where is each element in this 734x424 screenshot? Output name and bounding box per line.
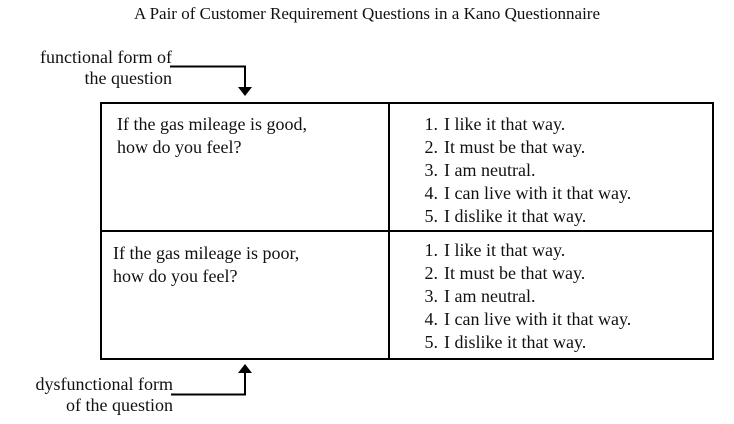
answer-number: 1. <box>424 114 439 134</box>
dysfunctional-arrow <box>171 364 252 396</box>
answer-number: 4. <box>424 183 439 203</box>
functional-question: If the gas mileage is good, how do you f… <box>117 113 307 159</box>
question-line: how do you feel? <box>113 266 238 286</box>
dysfunctional-answers: 1.I like it that way. 2.It must be that … <box>412 239 632 354</box>
functional-arrow <box>170 65 252 96</box>
diagram-title: A Pair of Customer Requirement Questions… <box>134 4 600 23</box>
column-divider <box>388 104 390 358</box>
dysfunctional-label: dysfunctional form of the question <box>36 374 173 416</box>
functional-label-line1: functional form of <box>40 47 172 67</box>
question-line: how do you feel? <box>117 137 242 157</box>
answer-text: I am neutral. <box>444 286 536 306</box>
dysfunctional-label-line2: of the question <box>66 395 173 415</box>
row-divider <box>102 230 712 232</box>
answer-number: 3. <box>424 160 439 180</box>
answer-option: 1.I like it that way. <box>412 113 631 136</box>
question-line: If the gas mileage is poor, <box>113 243 300 263</box>
answer-text: I like it that way. <box>444 114 566 134</box>
answer-number: 3. <box>424 286 439 306</box>
answer-number: 1. <box>424 240 439 260</box>
dysfunctional-question: If the gas mileage is poor, how do you f… <box>113 242 299 288</box>
questionnaire-table: If the gas mileage is good, how do you f… <box>100 102 714 360</box>
answer-number: 5. <box>424 332 439 352</box>
answer-text: I can live with it that way. <box>444 309 632 329</box>
answer-option: 5.I dislike it that way. <box>412 331 631 354</box>
question-line: If the gas mileage is good, <box>117 114 307 134</box>
answer-text: I dislike it that way. <box>444 206 587 226</box>
answer-option: 3.I am neutral. <box>412 159 631 182</box>
answer-text: I like it that way. <box>444 240 566 260</box>
answer-number: 2. <box>424 137 439 157</box>
answer-option: 3.I am neutral. <box>412 285 631 308</box>
answer-option: 4.I can live with it that way. <box>412 182 632 205</box>
answer-text: I dislike it that way. <box>444 332 587 352</box>
dysfunctional-label-line1: dysfunctional form <box>35 374 173 394</box>
answer-option: 2.It must be that way. <box>412 262 631 285</box>
functional-label: functional form of the question <box>40 47 172 89</box>
answer-text: I am neutral. <box>444 160 536 180</box>
answer-text: It must be that way. <box>444 137 586 157</box>
functional-answers: 1.I like it that way. 2.It must be that … <box>412 113 632 228</box>
answer-option: 2.It must be that way. <box>412 136 631 159</box>
answer-text: It must be that way. <box>444 263 586 283</box>
answer-option: 4.I can live with it that way. <box>412 308 632 331</box>
answer-option: 1.I like it that way. <box>412 239 631 262</box>
answer-text: I can live with it that way. <box>444 183 632 203</box>
answer-number: 2. <box>424 263 439 283</box>
answer-number: 4. <box>424 309 439 329</box>
answer-option: 5.I dislike it that way. <box>412 205 631 228</box>
answer-number: 5. <box>424 206 439 226</box>
functional-label-line2: the question <box>84 68 173 88</box>
